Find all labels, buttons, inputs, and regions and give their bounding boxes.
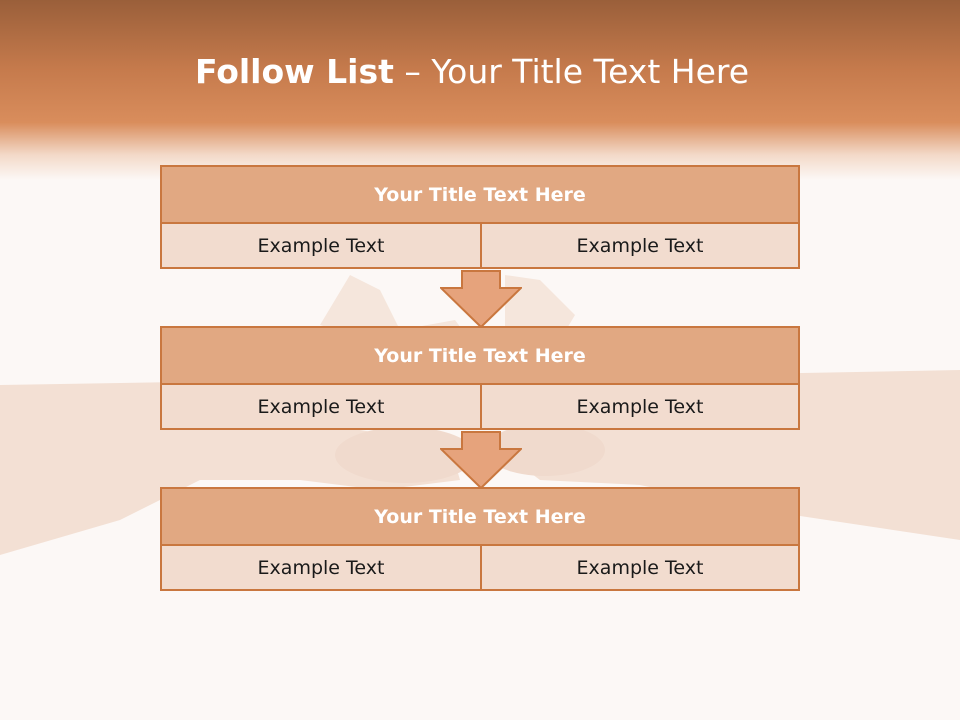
step-block-3: Your Title Text Here Example Text Exampl… [160, 487, 800, 591]
step-cell-right: Example Text [576, 234, 704, 257]
slide-title: Follow List – Your Title Text Here [0, 52, 944, 91]
step-cell-left: Example Text [162, 385, 482, 428]
step-cell-left: Example Text [162, 546, 482, 589]
slide-title-bold: Follow List [194, 52, 394, 91]
step-block-2: Your Title Text Here Example Text Exampl… [160, 326, 800, 430]
step-title: Your Title Text Here [162, 167, 798, 224]
step-block-1: Your Title Text Here Example Text Exampl… [160, 165, 800, 269]
down-arrow-icon [440, 431, 522, 489]
step-title: Your Title Text Here [162, 328, 798, 385]
step-cell-left: Example Text [162, 224, 482, 267]
step-cell-right: Example Text [576, 395, 704, 418]
down-arrow-icon [440, 270, 522, 328]
header-band [0, 0, 960, 180]
step-title: Your Title Text Here [162, 489, 798, 546]
slide-title-rest: – Your Title Text Here [393, 52, 750, 91]
step-cell-right: Example Text [576, 556, 704, 579]
